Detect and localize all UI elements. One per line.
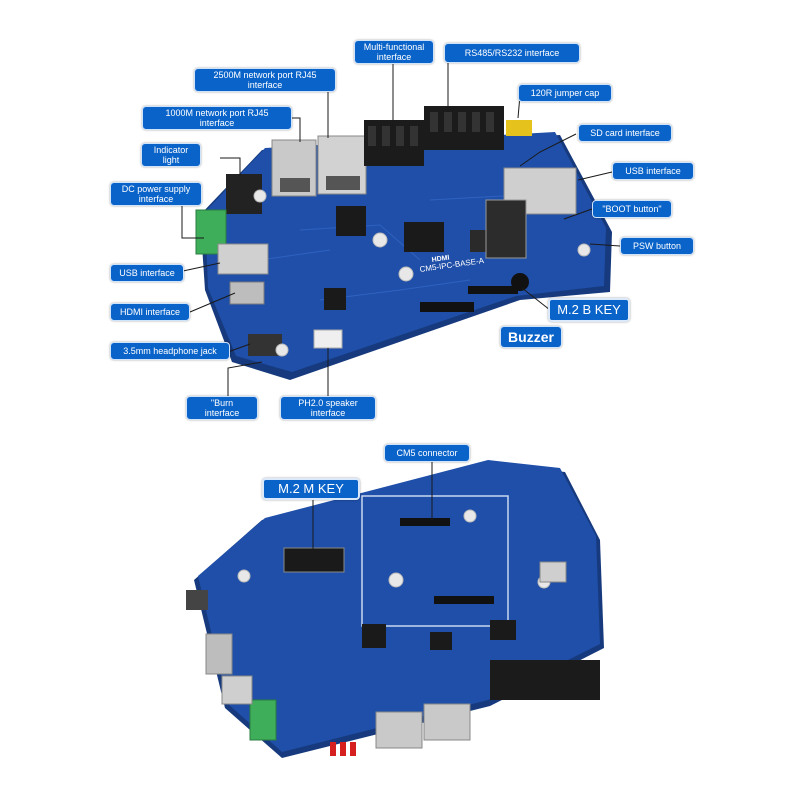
callout-multi-functional-interface: Multi-functional interface [354,40,434,64]
callout-1000m-network-port: 1000M network port RJ45 interface [142,106,292,130]
callout-hdmi-interface: HDMI interface [110,303,190,321]
callout-boot-button: "BOOT button" [592,200,672,218]
callout-dc-power-supply-interface: DC power supply interface [110,182,202,206]
callout-cm5-connector: CM5 connector [384,444,470,462]
callout-buzzer: Buzzer [500,326,562,348]
callout-rs485-rs232-interface: RS485/RS232 interface [444,43,580,63]
callout-usb-interface-right: USB interface [612,162,694,180]
callout-headphone-jack: 3.5mm headphone jack [110,342,230,360]
callout-burn-interface: "Burn interface [186,396,258,420]
callout-ph20-speaker-interface: PH2.0 speaker interface [280,396,376,420]
callout-psw-button: PSW button [620,237,694,255]
callout-indicator-light: Indicator light [141,143,201,167]
callout-usb-interface-left: USB interface [110,264,184,282]
top-board: CM5-IPC-BASE-A HDMI [195,106,612,380]
callout-m2-b-key: M.2 B KEY [548,298,630,322]
leader-lines-bottom [312,462,433,552]
hdmi-silkscreen: HDMI [431,255,450,264]
callout-sd-card-interface: SD card interface [578,124,672,142]
bottom-board [186,460,604,758]
callout-2500m-network-port: 2500M network port RJ45 interface [194,68,336,92]
callout-m2-m-key: M.2 M KEY [262,478,360,500]
callout-120r-jumper-cap: 120R jumper cap [518,84,612,102]
